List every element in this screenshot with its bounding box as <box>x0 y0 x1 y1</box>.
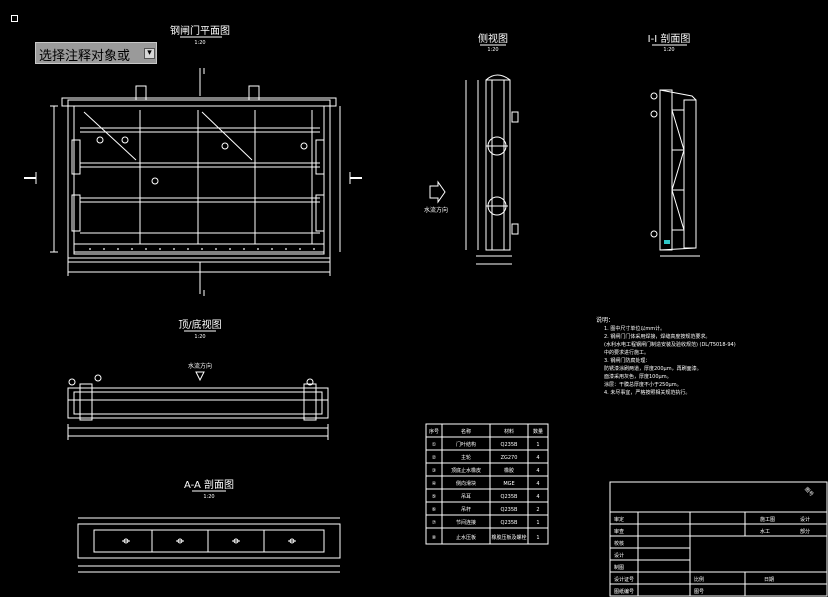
table-header: 序号 <box>429 428 439 435</box>
selection-grip-icon[interactable] <box>11 15 18 22</box>
annotation-prompt[interactable]: 选择注释对象或 ▾ <box>35 42 157 64</box>
title-block-label: 制图 <box>614 564 624 571</box>
table-cell: 4 <box>536 494 539 500</box>
table-cell: Q235B <box>501 520 518 526</box>
aa-section-title: A-A 剖面图 <box>184 478 234 491</box>
section-view: I-I 剖面图 1:20 <box>648 32 700 257</box>
table-cell: 主轮 <box>461 454 471 461</box>
notes-line: 1. 图中尺寸单位以mm计。 <box>604 325 665 332</box>
side-view-scale: 1:20 <box>487 47 498 53</box>
table-cell: 4 <box>536 481 539 487</box>
top-view-scale: 1:20 <box>194 334 205 340</box>
table-cell: ⑧ <box>432 535 437 541</box>
table-header: 数量 <box>533 428 543 435</box>
front-view: 钢闸门平面图 1:20 <box>24 24 362 296</box>
table-header: 名称 <box>461 428 471 435</box>
table-header: 材料 <box>504 428 514 435</box>
aa-section-scale: 1:20 <box>203 494 214 500</box>
notes-heading: 说明： <box>596 316 614 324</box>
front-view-bolts <box>89 248 315 250</box>
table-cell: ⑥ <box>432 507 437 513</box>
title-block-label: 设计 <box>614 552 624 559</box>
title-block-label: 审定 <box>614 516 624 523</box>
table-cell: 顶底止水橡皮 <box>451 467 481 474</box>
title-block-text: 图号 审定 审查 校核 设计 制图 设计证号 图纸编号 施工图 设计 水工 部分… <box>614 486 814 595</box>
table-cell: ③ <box>432 468 436 474</box>
notes-line: 涂层：干膜总厚度不小于250μm。 <box>604 381 682 388</box>
title-block-label: 施工图 <box>760 516 775 523</box>
table-cell: Q235B <box>501 494 518 500</box>
table-cell: 橡胶 <box>504 467 514 474</box>
table-cell: 1 <box>536 442 539 448</box>
table-cell: ④ <box>432 481 437 487</box>
side-flow-label: 水流方向 <box>424 206 448 214</box>
front-view-scale: 1:20 <box>194 40 205 46</box>
notes-line: 中的要求进行施工。 <box>604 349 649 356</box>
table-cell: 吊耳 <box>461 494 471 500</box>
title-block-label: 水工 <box>760 528 770 535</box>
table-cell: ZG270 <box>501 455 518 461</box>
top-view: 顶/底视图 1:20 <box>67 318 329 440</box>
title-block-label: 设计证号 <box>614 576 634 583</box>
notes-line: 3. 钢闸门防腐处理： <box>604 357 650 364</box>
section-view-title: I-I 剖面图 <box>648 32 691 45</box>
title-block-mark: 图号 <box>803 486 814 497</box>
top-view-title: 顶/底视图 <box>178 318 221 331</box>
notes-line: 面漆采用灰色，厚度100μm。 <box>604 373 672 380</box>
table-cell: ② <box>432 455 437 461</box>
annotation-prompt-text: 选择注释对象或 <box>39 49 131 64</box>
title-block-label: 图号 <box>694 589 704 595</box>
aa-section-view: A-A 剖面图 1:20 <box>77 478 341 573</box>
section-view-scale: 1:20 <box>663 47 674 53</box>
table-cell: 侧向滑块 <box>456 480 476 487</box>
section-rubber-seal <box>664 240 670 244</box>
table-cell: ① <box>432 442 437 448</box>
notes-block: 说明： 1. 图中尺寸单位以mm计。 2. 钢闸门门体采用焊接，焊缝高度按规范要… <box>596 316 736 396</box>
notes-line: 4. 未尽事宜，严格按照相关规范执行。 <box>604 389 690 396</box>
table-cell: 吊杆 <box>461 506 471 513</box>
dropdown-arrow-icon[interactable]: ▾ <box>144 48 155 59</box>
title-block <box>609 481 828 597</box>
side-view: 侧视图 1:20 <box>429 32 519 265</box>
table-cell: 止水压板 <box>456 534 476 541</box>
table-cell: 1 <box>536 535 539 541</box>
notes-line: 防锈漆涂刷两道，厚度200μm，再刷面漆。 <box>604 365 702 372</box>
title-block-label: 部分 <box>800 528 810 535</box>
table-cell: MGE <box>503 481 514 487</box>
table-cell: 1 <box>536 520 539 526</box>
title-block-label: 设计 <box>800 516 810 523</box>
table-cell: ⑤ <box>432 494 436 500</box>
title-block-label: 比例 <box>694 576 704 583</box>
table-cell: Q235B <box>501 507 518 513</box>
notes-line: (水利水电工程钢闸门制造安装及验收规范) (DL/T5018-94) <box>604 341 736 348</box>
notes-line: 2. 钢闸门门体采用焊接，焊缝高度按规范要求。 <box>604 333 710 340</box>
table-cell: Q235B <box>501 442 518 448</box>
top-flow-label: 水流方向 <box>188 362 212 370</box>
title-block-label: 日期 <box>764 577 774 583</box>
table-cell: 门叶结构 <box>456 441 476 448</box>
table-cell: 4 <box>536 468 539 474</box>
side-view-title: 侧视图 <box>478 32 508 45</box>
parts-table <box>425 423 549 545</box>
parts-table-text: 序号 名称 材料 数量 ① 门叶结构 Q235B 1 ② 主轮 ZG270 4 … <box>429 428 543 541</box>
table-cell: 2 <box>536 507 539 513</box>
title-block-label: 审查 <box>614 528 624 535</box>
title-block-label: 图纸编号 <box>614 588 634 595</box>
front-view-title: 钢闸门平面图 <box>170 24 230 37</box>
table-cell: ⑦ <box>432 520 437 526</box>
table-cell: 节间连接 <box>456 519 476 526</box>
title-block-label: 校核 <box>614 540 624 547</box>
table-cell: 橡胶压板及螺栓 <box>491 534 526 541</box>
table-cell: 4 <box>536 455 539 461</box>
